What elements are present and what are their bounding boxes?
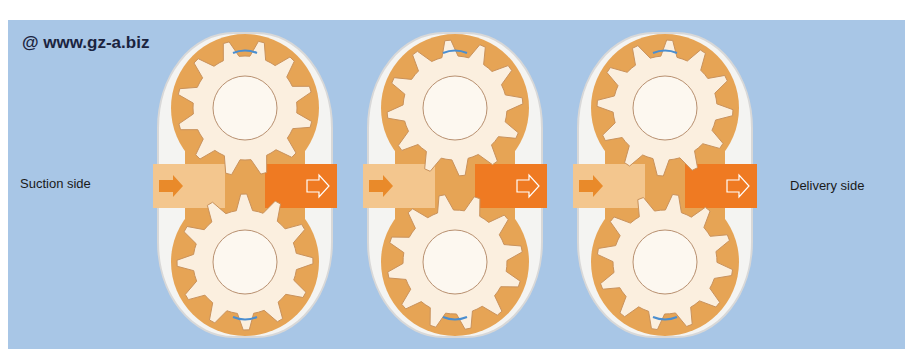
upper-gear — [178, 41, 311, 174]
flow-arrow — [369, 175, 393, 197]
pump-stage — [363, 33, 547, 337]
flow-arrow — [517, 175, 539, 197]
flow-arrow — [307, 175, 329, 197]
flow-arrow — [727, 175, 749, 197]
gear-hub — [633, 230, 697, 294]
pump-group — [153, 33, 757, 337]
blue-background — [8, 20, 905, 349]
delivery-channel — [685, 164, 757, 208]
rotation-mark — [443, 317, 467, 320]
rotation-mark — [653, 51, 677, 54]
delivery-channel — [475, 164, 547, 208]
flow-arrow — [159, 175, 183, 197]
watermark: @ www.gz-a.biz — [22, 33, 149, 53]
suction-channel — [573, 164, 645, 208]
pump-stage — [153, 33, 337, 337]
gear-hub — [633, 76, 697, 140]
suction-channel — [363, 164, 435, 208]
lower-gear — [597, 194, 732, 329]
pump-stage — [573, 33, 757, 337]
upper-gear — [387, 40, 523, 176]
gear-hub — [213, 76, 277, 140]
side-label: Suction side — [20, 176, 91, 191]
rotation-mark — [233, 51, 257, 54]
lower-gear — [388, 195, 523, 330]
upper-gear — [597, 40, 733, 176]
rotation-mark — [653, 317, 677, 320]
gear-hub — [423, 76, 487, 140]
side-label: Delivery side — [790, 178, 864, 193]
gear-hub — [213, 230, 277, 294]
flow-arrow — [579, 175, 603, 197]
suction-channel — [153, 164, 225, 208]
gear-hub — [423, 230, 487, 294]
rotation-mark — [443, 51, 467, 54]
rotation-mark — [233, 317, 257, 320]
lower-gear — [177, 194, 313, 330]
